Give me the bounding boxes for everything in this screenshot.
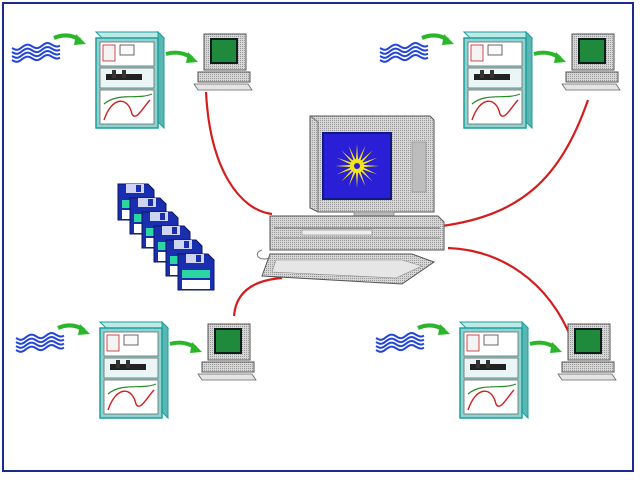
equipment-cabinet-icon: [464, 32, 532, 128]
green-arrow-icon: [418, 324, 450, 335]
workstation-icon: [562, 34, 620, 90]
green-arrow-icon: [170, 342, 202, 353]
station-top-left: [12, 32, 252, 128]
wave-signal-icon: [376, 333, 424, 352]
equipment-cabinet-icon: [460, 322, 528, 418]
station-bottom-left: [16, 322, 256, 418]
green-arrow-icon: [166, 52, 198, 63]
green-arrow-icon: [58, 324, 90, 335]
equipment-cabinet-icon: [100, 322, 168, 418]
floppy-disk: [178, 254, 214, 290]
workstation-icon: [198, 324, 256, 380]
sun-emblem-icon: [335, 144, 379, 188]
wave-signal-icon: [12, 43, 60, 62]
station-bottom-right: [376, 322, 616, 418]
wave-signal-icon: [16, 333, 64, 352]
link-bottom-left: [234, 278, 282, 316]
link-top-left: [206, 92, 272, 214]
green-arrow-icon: [54, 34, 86, 45]
floppy-disk-stack-icon: [118, 184, 214, 290]
green-arrow-icon: [534, 52, 566, 63]
wave-signal-icon: [380, 43, 428, 62]
green-arrow-icon: [422, 34, 454, 45]
equipment-cabinet-icon: [96, 32, 164, 128]
workstation-icon: [558, 324, 616, 380]
green-arrow-icon: [530, 342, 562, 353]
central-computer-icon: [257, 116, 444, 284]
workstation-icon: [194, 34, 252, 90]
